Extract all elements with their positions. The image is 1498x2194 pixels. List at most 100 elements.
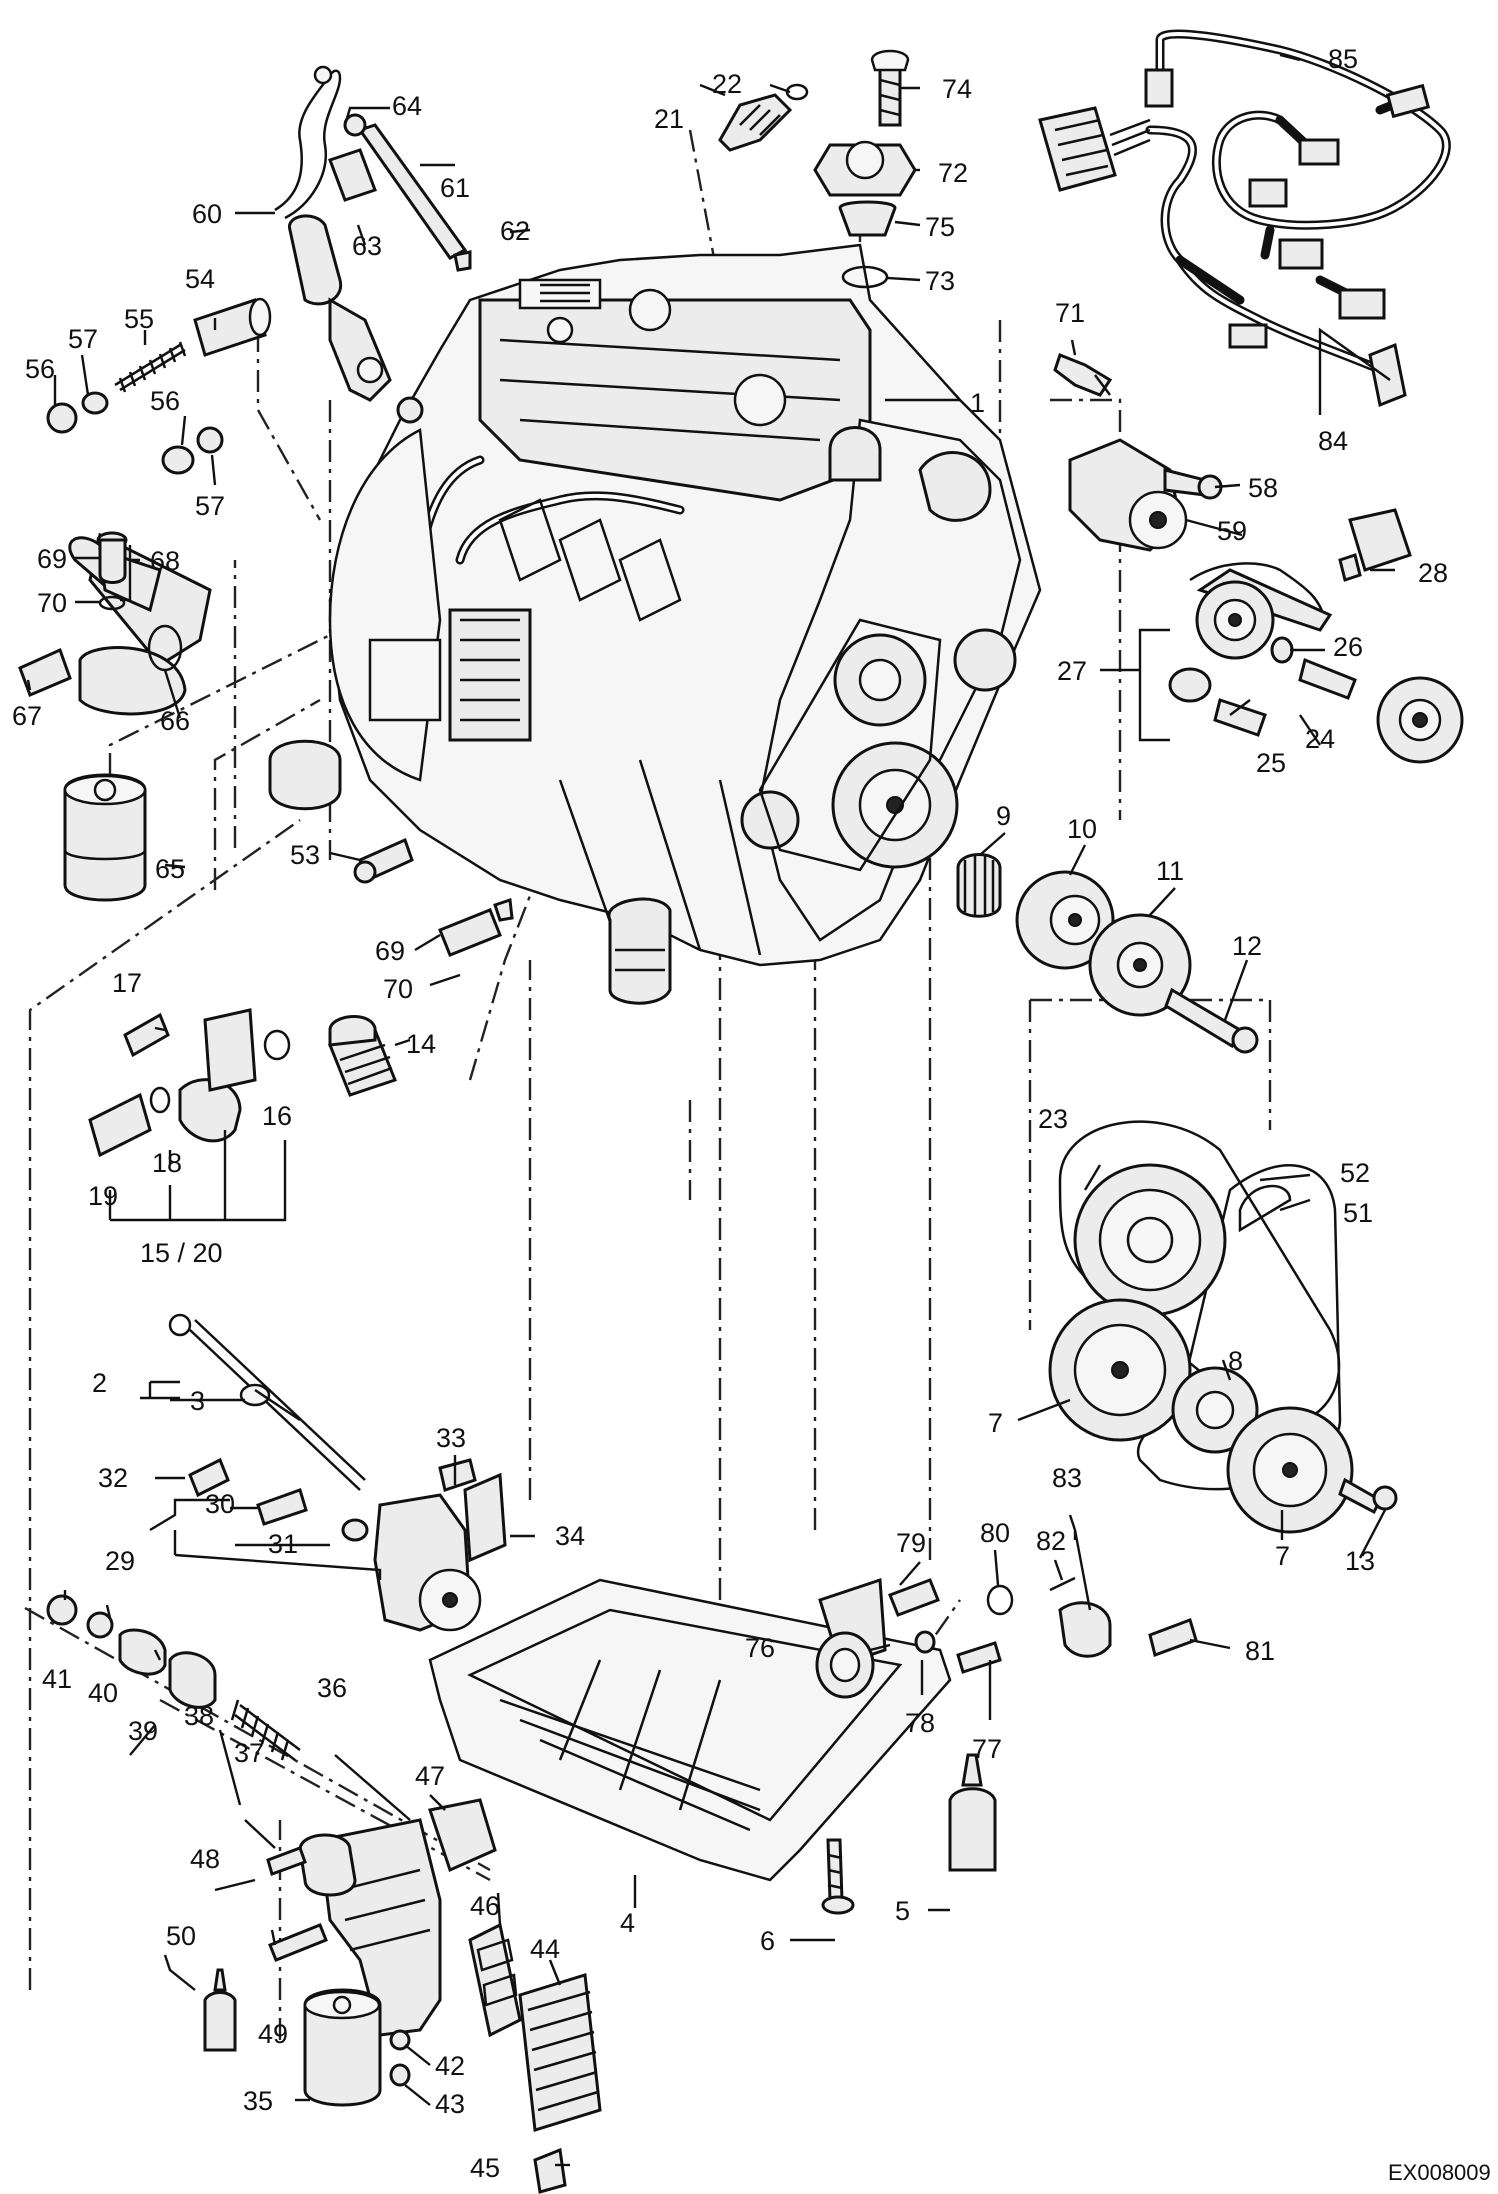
callout-50: 50 [166, 1921, 196, 1951]
callout-27: 27 [1057, 656, 1087, 686]
figure-code: EX008009 [1388, 2160, 1491, 2185]
callout-24: 24 [1305, 724, 1335, 754]
callout-42: 42 [435, 2051, 465, 2081]
callout-15-20: 15 / 20 [140, 1238, 223, 1268]
callout-64: 64 [392, 91, 422, 121]
callout-69a: 69 [37, 544, 67, 574]
callout-77: 77 [972, 1734, 1002, 1764]
callout-25: 25 [1256, 748, 1286, 778]
belt-tensioner-24-28 [1168, 508, 1464, 764]
callout-79: 79 [896, 1528, 926, 1558]
callout-56b: 56 [150, 386, 180, 416]
callout-37: 37 [234, 1738, 264, 1768]
callout-18: 18 [152, 1148, 182, 1178]
callout-58: 58 [1248, 473, 1278, 503]
fuel-filter-65 [63, 773, 147, 902]
callout-71: 71 [1055, 298, 1085, 328]
callout-73: 73 [925, 266, 955, 296]
dipstick-2-3 [168, 1313, 366, 1491]
callout-68: 68 [150, 546, 180, 576]
callout-22: 22 [712, 69, 742, 99]
callout-10: 10 [1067, 814, 1097, 844]
callout-7b: 7 [1275, 1541, 1290, 1571]
valve-15-20 [88, 1008, 291, 1158]
callout-13: 13 [1345, 1546, 1375, 1576]
callout-33: 33 [436, 1423, 466, 1453]
callout-5: 5 [895, 1896, 910, 1926]
sensor-53 [353, 837, 414, 884]
plug-14 [328, 1014, 397, 1097]
callout-31: 31 [268, 1529, 298, 1559]
pressure-regulator-54-57 [46, 297, 272, 475]
filter-head-68 [18, 531, 212, 716]
callout-76: 76 [745, 1633, 775, 1663]
callout-55: 55 [124, 304, 154, 334]
callout-84: 84 [1318, 426, 1348, 456]
callout-32: 32 [98, 1463, 128, 1493]
callout-82: 82 [1036, 1526, 1066, 1556]
callout-16: 16 [262, 1101, 292, 1131]
callout-54: 54 [185, 264, 215, 294]
callout-69b: 69 [375, 936, 405, 966]
callout-35: 35 [243, 2086, 273, 2116]
sensor-69-70 [438, 897, 514, 957]
callout-48: 48 [190, 1844, 220, 1874]
callout-1: 1 [970, 388, 985, 418]
callout-83: 83 [1052, 1463, 1082, 1493]
callout-21: 21 [654, 104, 684, 134]
sealant-tubes-5-50 [203, 1753, 997, 2052]
callout-66: 66 [160, 706, 190, 736]
callout-85: 85 [1328, 44, 1358, 74]
callout-8: 8 [1228, 1346, 1243, 1376]
callout-4: 4 [620, 1908, 635, 1938]
callout-30: 30 [205, 1489, 235, 1519]
callout-65: 65 [155, 854, 185, 884]
bolts-48-49 [266, 1846, 328, 1962]
callout-41: 41 [42, 1664, 72, 1694]
wiring-harness-84-85 [1038, 29, 1451, 408]
callout-36: 36 [317, 1673, 347, 1703]
belt-drive-7-23-51-52 [1048, 1120, 1398, 1534]
callout-23: 23 [1038, 1104, 1068, 1134]
callout-46: 46 [470, 1891, 500, 1921]
callout-81: 81 [1245, 1636, 1275, 1666]
callout-43: 43 [435, 2089, 465, 2119]
callout-51: 51 [1343, 1198, 1373, 1228]
callout-7a: 7 [988, 1408, 1003, 1438]
callout-60: 60 [192, 199, 222, 229]
relief-valve-37-41 [46, 1594, 301, 1761]
temperature-sensor-21 [718, 83, 809, 152]
fuel-pipe-60 [274, 65, 424, 424]
callout-labels: 1 2 3 4 5 6 7 7 8 9 10 11 12 13 14 15 / … [12, 44, 1491, 2185]
engine-block [268, 243, 1042, 1005]
callout-52: 52 [1340, 1158, 1370, 1188]
callout-70b: 70 [383, 974, 413, 1004]
callout-59: 59 [1217, 516, 1247, 546]
callout-61: 61 [440, 173, 470, 203]
callout-2: 2 [92, 1368, 107, 1398]
callout-19: 19 [88, 1181, 118, 1211]
callout-49: 49 [258, 2019, 288, 2049]
callout-63: 63 [352, 231, 382, 261]
callout-57a: 57 [68, 324, 98, 354]
callout-47: 47 [415, 1761, 445, 1791]
callout-26: 26 [1333, 632, 1363, 662]
callout-44: 44 [530, 1934, 560, 1964]
callout-70a: 70 [37, 588, 67, 618]
callout-75: 75 [925, 212, 955, 242]
callout-74: 74 [942, 74, 972, 104]
thermostat-assembly [813, 49, 917, 289]
water-pump-59 [1068, 438, 1223, 552]
oil-level-sensor-61 [328, 113, 472, 272]
callout-40: 40 [88, 1678, 118, 1708]
callout-3: 3 [190, 1386, 205, 1416]
callout-80: 80 [980, 1518, 1010, 1548]
callout-56a: 56 [25, 354, 55, 384]
callout-78: 78 [905, 1708, 935, 1738]
callout-57b: 57 [195, 491, 225, 521]
oil-cooler-44 [518, 1973, 602, 2194]
parts-76-83 [815, 1576, 1198, 1699]
callout-17: 17 [112, 968, 142, 998]
callout-14: 14 [406, 1029, 436, 1059]
